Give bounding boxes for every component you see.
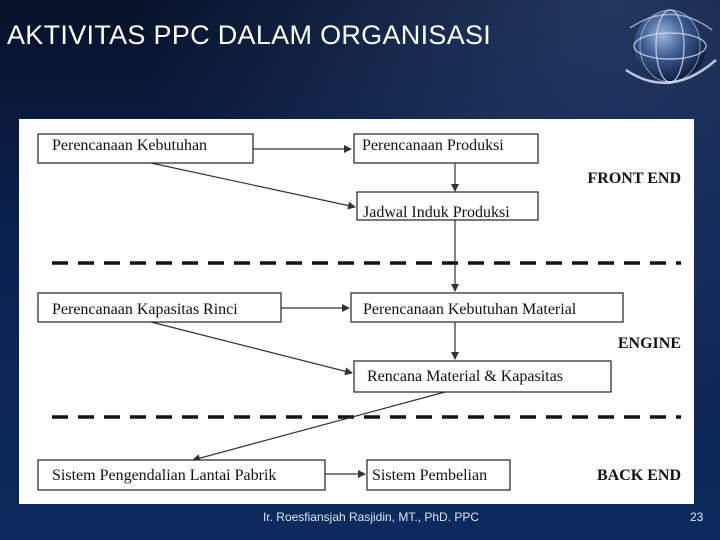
box-sistem-pembelian: Sistem Pembelian: [366, 459, 511, 491]
slide-title: AKTIVITAS PPC DALAM ORGANISASI: [7, 20, 492, 50]
box-sistem-pengendalian-lantai-pabrik: Sistem Pengendalian Lantai Pabrik: [37, 459, 326, 491]
box-perencanaan-kebutuhan-material: Perencanaan Kebutuhan Material: [350, 292, 624, 323]
box-label: Rencana Material & Kapasitas: [367, 368, 563, 385]
box-label: Perencanaan Kebutuhan Material: [363, 301, 577, 318]
zone-label-front-end: FRONT END: [588, 170, 682, 187]
arrow-rencana-to-lantai: [192, 391, 446, 463]
box-label: Sistem Pembelian: [372, 467, 487, 484]
box-label: Perencanaan Kapasitas Rinci: [52, 301, 238, 318]
box-label: Perencanaan Produksi: [362, 137, 504, 154]
zone-label-back-end: BACK END: [597, 467, 681, 484]
zone-label-engine: ENGINE: [618, 335, 681, 352]
box-jadwal-induk-produksi: Jadwal Induk Produksi: [356, 191, 539, 221]
box-label: Sistem Pengendalian Lantai Pabrik: [52, 467, 276, 484]
box-label: Perencanaan Kebutuhan: [52, 137, 207, 154]
globe-icon: [625, 9, 717, 85]
box-label: Jadwal Induk Produksi: [363, 204, 510, 221]
box-perencanaan-kebutuhan: Perencanaan Kebutuhan: [37, 133, 254, 164]
footer-author: Ir. Roesfiansjah Rasjidin, MT., PhD. PPC: [262, 510, 480, 524]
box-perencanaan-produksi: Perencanaan Produksi: [353, 133, 539, 164]
box-perencanaan-kapasitas-rinci: Perencanaan Kapasitas Rinci: [37, 292, 282, 323]
box-rencana-material-kapasitas: Rencana Material & Kapasitas: [353, 360, 612, 393]
arrow-kebutuhan-to-jadwal: [150, 162, 356, 210]
ppc-diagram: Perencanaan Kebutuhan Perencanaan Produk…: [19, 119, 694, 504]
page-number: 23: [690, 510, 704, 524]
arrow-kapasitas-to-rencana: [150, 321, 353, 376]
